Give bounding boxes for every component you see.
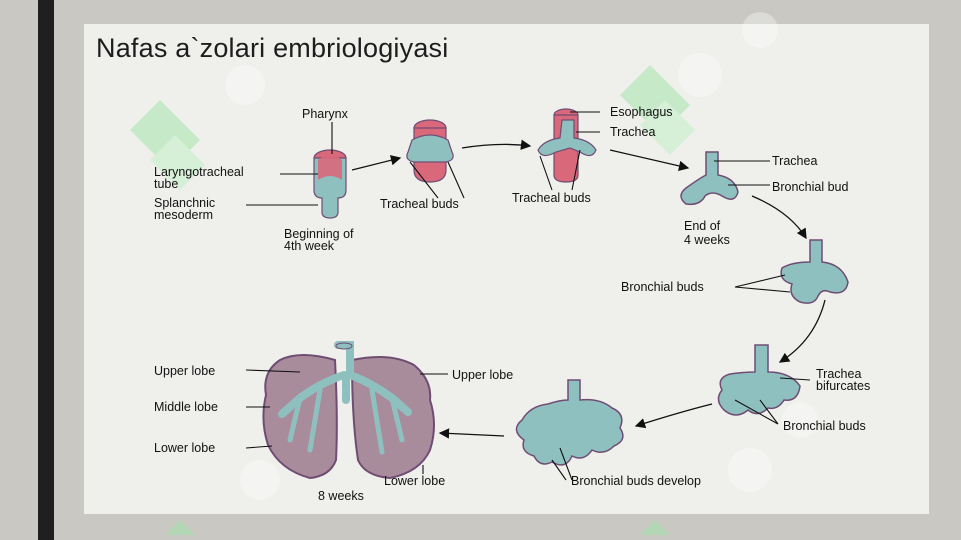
label-upper-lobe-left: Upper lobe bbox=[154, 364, 215, 378]
label-trachea-1: Trachea bbox=[610, 125, 655, 139]
label-laryngotracheal-tube-line1: Laryngotracheal bbox=[154, 165, 244, 179]
label-trachea-bifurcates-line1: Trachea bbox=[816, 367, 861, 381]
label-end-line2: 4 weeks bbox=[684, 233, 730, 247]
stage-bronchial-buds bbox=[780, 239, 849, 304]
label-middle-lobe: Middle lobe bbox=[154, 400, 218, 414]
slide-title: Nafas a`zolari embriologiyasi bbox=[96, 33, 449, 63]
label-pharynx: Pharynx bbox=[302, 107, 349, 121]
left-sidebar-bar bbox=[38, 0, 54, 540]
stage-tracheal-buds bbox=[406, 119, 454, 183]
stage-8-weeks-lungs bbox=[262, 341, 435, 480]
label-bronchial-buds-2: Bronchial buds bbox=[783, 419, 866, 433]
label-bronchial-buds-develop: Bronchial buds develop bbox=[571, 474, 701, 488]
label-beginning-line2: 4th week bbox=[284, 239, 335, 253]
stage-beginning-4th-week bbox=[313, 149, 347, 219]
stage-bronchial-buds-develop bbox=[515, 379, 624, 466]
watermark-text bbox=[225, 12, 818, 500]
label-bronchial-bud: Bronchial bud bbox=[772, 180, 848, 194]
label-lower-lobe-right: Lower lobe bbox=[384, 474, 445, 488]
stage-esophagus-trachea bbox=[537, 108, 597, 183]
label-splanchnic-mesoderm-line1: Splanchnic bbox=[154, 196, 215, 210]
stage-end-4-weeks bbox=[680, 151, 739, 206]
label-tracheal-buds-1: Tracheal buds bbox=[380, 197, 459, 211]
stage-trachea-bifurcates bbox=[717, 344, 801, 416]
label-end-line1: End of bbox=[684, 219, 721, 233]
label-splanchnic-mesoderm-line2: mesoderm bbox=[154, 208, 213, 222]
label-trachea-bifurcates-line2: bifurcates bbox=[816, 379, 870, 393]
label-8-weeks: 8 weeks bbox=[318, 489, 364, 503]
label-esophagus: Esophagus bbox=[610, 105, 673, 119]
label-trachea-2: Trachea bbox=[772, 154, 817, 168]
label-laryngotracheal-tube-line2: tube bbox=[154, 177, 178, 191]
flow-arrows bbox=[351, 139, 826, 439]
label-bronchial-buds-1: Bronchial buds bbox=[621, 280, 704, 294]
watermark-logo bbox=[130, 65, 695, 535]
label-upper-lobe-right: Upper lobe bbox=[452, 368, 513, 382]
label-lower-lobe-left: Lower lobe bbox=[154, 441, 215, 455]
label-tracheal-buds-2: Tracheal buds bbox=[512, 191, 591, 205]
label-beginning-line1: Beginning of bbox=[284, 227, 354, 241]
leader-lines bbox=[245, 111, 811, 481]
